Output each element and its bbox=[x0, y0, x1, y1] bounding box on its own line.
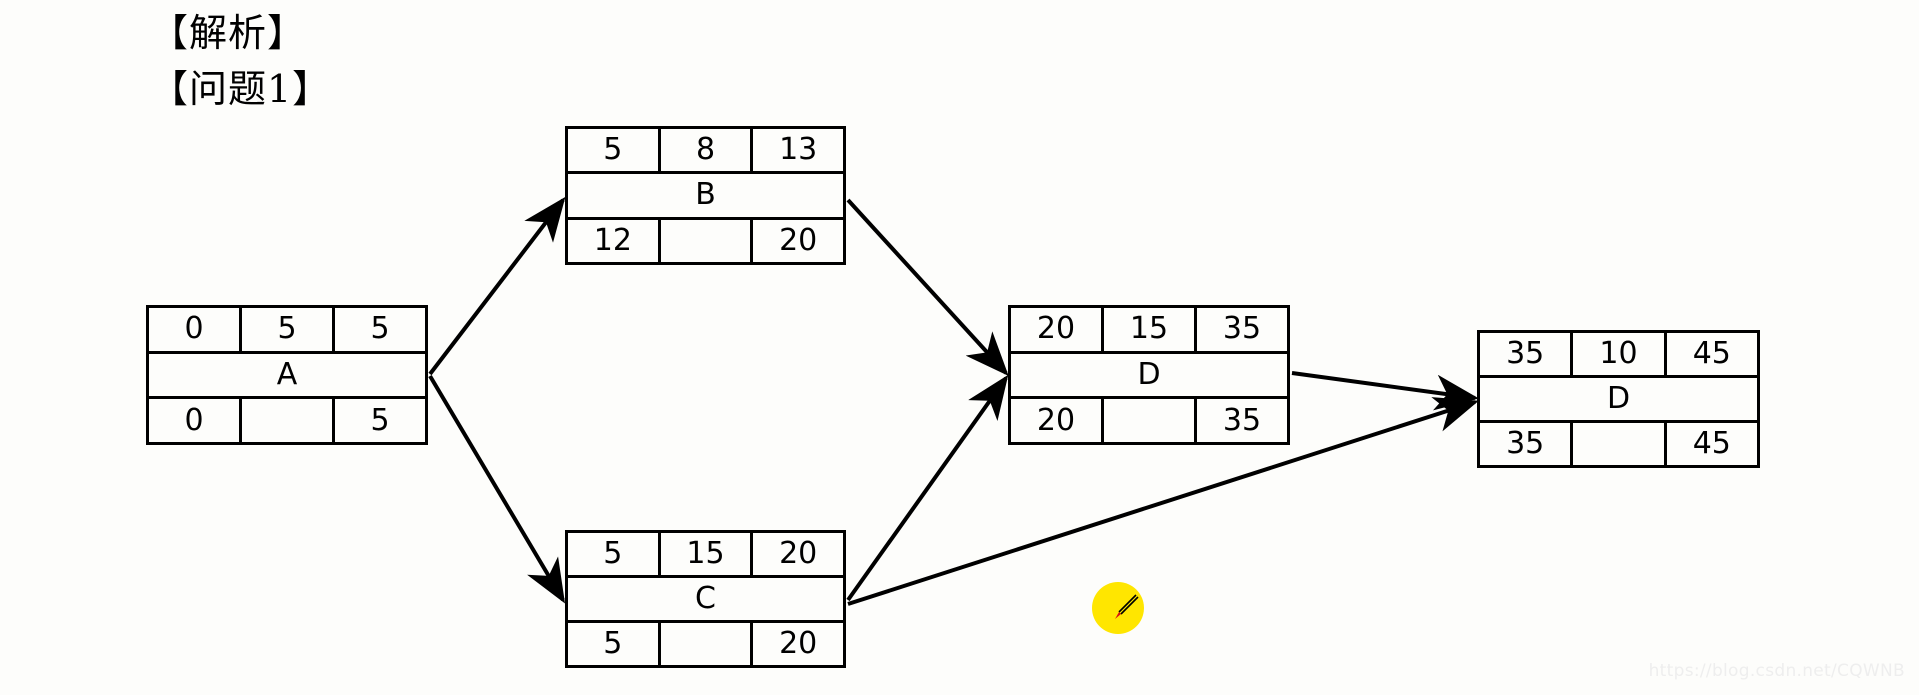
node-d2-name-row: D bbox=[1480, 378, 1757, 420]
cursor-highlight-circle bbox=[1092, 582, 1144, 634]
node-a-name-row: A bbox=[149, 354, 425, 397]
node-b-late-finish: 20 bbox=[779, 222, 818, 258]
node-b-duration: 8 bbox=[657, 129, 754, 172]
node-c-label: C bbox=[695, 581, 716, 616]
node-d1-name-row: D bbox=[1011, 354, 1287, 397]
node-d2-top-row: 35 10 45 bbox=[1480, 333, 1757, 378]
activity-node-a[interactable]: 0 5 5 A 0 5 bbox=[146, 305, 428, 445]
node-c-early-finish: 20 bbox=[779, 536, 818, 571]
node-c-top-row: 5 15 20 bbox=[568, 533, 843, 578]
edge-a-to-b bbox=[428, 196, 566, 376]
node-a-late-finish: 5 bbox=[370, 402, 390, 438]
node-c-name-row: C bbox=[568, 578, 843, 620]
pen-cursor-icon bbox=[1115, 594, 1139, 619]
node-d2-late-finish: 45 bbox=[1692, 426, 1731, 461]
node-b-label: B bbox=[695, 177, 716, 213]
node-a-duration: 5 bbox=[239, 308, 335, 351]
node-c-early-start: 5 bbox=[603, 536, 623, 571]
node-a-label: A bbox=[276, 357, 298, 392]
node-b-top-row: 5 8 13 bbox=[568, 129, 843, 175]
node-d1-early-finish: 35 bbox=[1222, 311, 1262, 347]
node-c-late-finish: 20 bbox=[779, 626, 818, 661]
question-heading: 【问题1】 bbox=[150, 67, 332, 111]
edge-c-to-d1 bbox=[846, 374, 1009, 602]
node-d2-early-start: 35 bbox=[1506, 336, 1545, 371]
node-a-early-start: 0 bbox=[184, 311, 204, 347]
node-b-float bbox=[657, 219, 754, 262]
activity-node-c[interactable]: 5 15 20 C 5 20 bbox=[565, 530, 846, 668]
edge-a-to-c bbox=[428, 374, 566, 604]
node-c-float bbox=[657, 623, 754, 665]
node-c-late-start: 5 bbox=[603, 626, 623, 661]
node-a-early-finish: 5 bbox=[370, 311, 390, 347]
edge-b-to-d1 bbox=[846, 198, 1009, 376]
node-b-early-start: 5 bbox=[603, 132, 623, 168]
node-d1-duration: 15 bbox=[1101, 308, 1197, 351]
node-d2-duration: 10 bbox=[1570, 333, 1667, 375]
node-a-bottom-row: 0 5 bbox=[149, 396, 425, 443]
activity-node-d1[interactable]: 20 15 35 D 20 35 bbox=[1008, 305, 1290, 445]
watermark-text: https://blog.csdn.net/CQWNB bbox=[1648, 661, 1905, 681]
node-a-top-row: 0 5 5 bbox=[149, 308, 425, 354]
node-d2-early-finish: 45 bbox=[1692, 336, 1731, 371]
node-b-bottom-row: 12 20 bbox=[568, 216, 843, 262]
node-d2-label: D bbox=[1606, 381, 1631, 416]
node-d1-late-start: 20 bbox=[1036, 402, 1076, 438]
node-c-duration: 15 bbox=[657, 533, 754, 575]
node-d1-bottom-row: 20 35 bbox=[1011, 396, 1287, 443]
node-a-late-start: 0 bbox=[184, 402, 204, 438]
node-d1-label: D bbox=[1137, 357, 1161, 392]
node-c-bottom-row: 5 20 bbox=[568, 620, 843, 665]
activity-node-b[interactable]: 5 8 13 B 12 20 bbox=[565, 126, 846, 265]
node-d2-float bbox=[1570, 423, 1667, 465]
node-d1-late-finish: 35 bbox=[1222, 402, 1262, 438]
edge-d1-to-d2 bbox=[1291, 371, 1479, 411]
node-b-name-row: B bbox=[568, 174, 843, 216]
activity-node-d2[interactable]: 35 10 45 D 35 45 bbox=[1477, 330, 1760, 468]
node-d1-early-start: 20 bbox=[1036, 311, 1076, 347]
node-b-early-finish: 13 bbox=[779, 132, 818, 168]
node-d1-float bbox=[1101, 399, 1197, 443]
node-a-float bbox=[239, 399, 335, 443]
node-b-late-start: 12 bbox=[593, 222, 632, 258]
node-d1-top-row: 20 15 35 bbox=[1011, 308, 1287, 354]
node-d2-late-start: 35 bbox=[1506, 426, 1545, 461]
analysis-heading: 【解析】 bbox=[150, 11, 307, 55]
node-d2-bottom-row: 35 45 bbox=[1480, 420, 1757, 465]
